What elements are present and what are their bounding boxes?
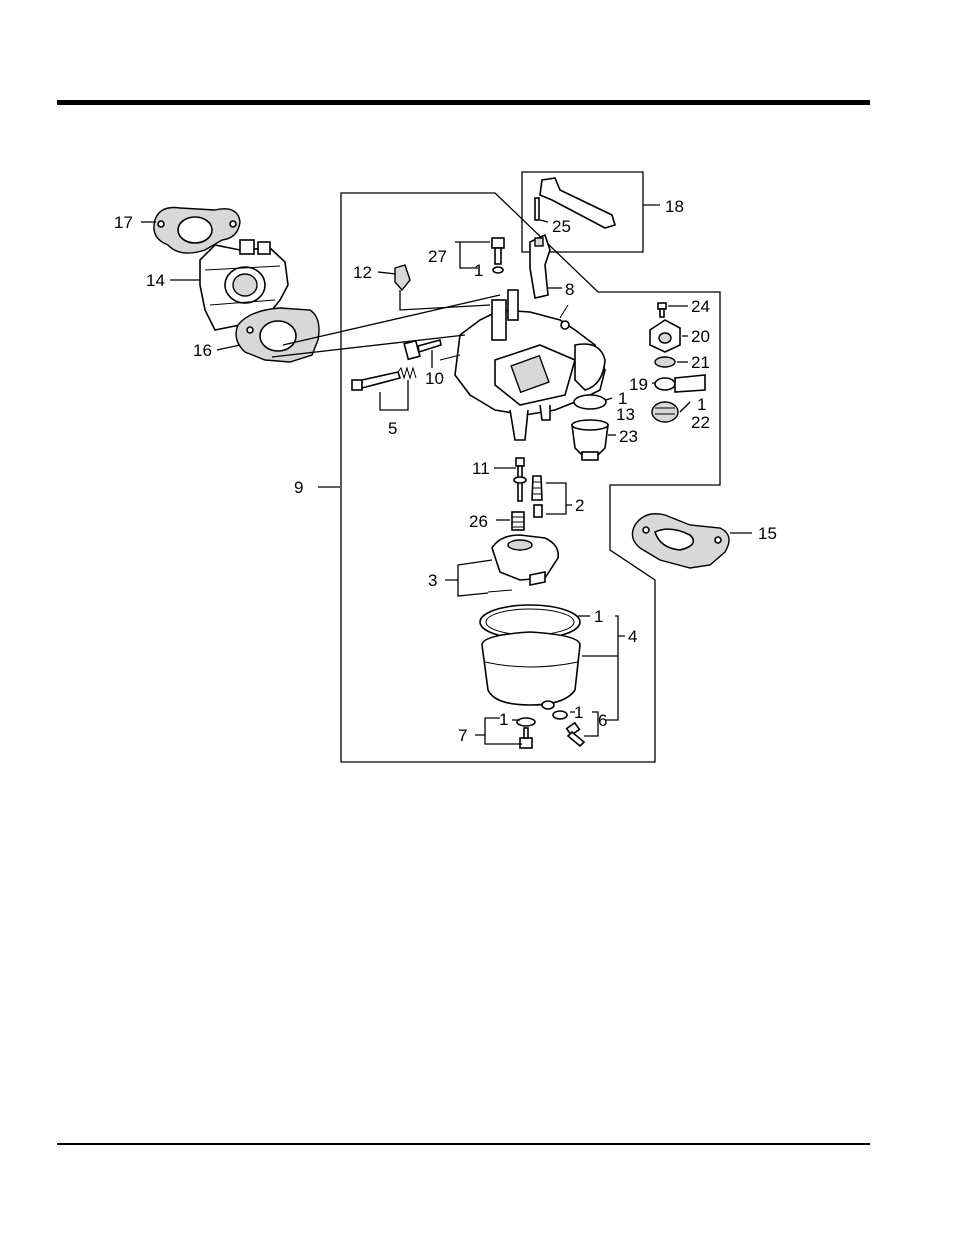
part-23 — [572, 420, 608, 460]
callout-4: 4 — [628, 627, 637, 646]
callout-27: 27 — [428, 247, 447, 266]
callout-10: 10 — [425, 369, 444, 388]
callout-9: 9 — [294, 478, 303, 497]
callout-1-b: 1 — [697, 395, 706, 414]
callout-1-f: 1 — [574, 703, 583, 722]
callout-8: 8 — [565, 280, 574, 299]
callout-18: 18 — [665, 197, 684, 216]
callout-16: 16 — [193, 341, 212, 360]
lever-12 — [395, 265, 410, 290]
callout-3: 3 — [428, 571, 437, 590]
callout-25: 25 — [552, 217, 571, 236]
choke-lever-18 — [535, 178, 615, 228]
callout-26: 26 — [469, 512, 488, 531]
callout-2: 2 — [575, 496, 584, 515]
callout-15: 15 — [758, 524, 777, 543]
callout-5: 5 — [388, 419, 397, 438]
float-3 — [488, 535, 558, 592]
callout-21: 21 — [691, 353, 710, 372]
callout-7: 7 — [458, 726, 467, 745]
callout-6: 6 — [598, 711, 607, 730]
callout-14: 14 — [146, 271, 165, 290]
screw-10 — [404, 340, 441, 359]
pilot-screw-5 — [352, 368, 416, 390]
gasket-15 — [632, 514, 729, 568]
carburetor-body — [440, 290, 605, 440]
callout-17: 17 — [114, 213, 133, 232]
oring-13 — [574, 395, 606, 409]
part-26 — [512, 512, 524, 530]
callout-1-e: 1 — [499, 710, 508, 729]
callout-19: 19 — [629, 375, 648, 394]
needle-11 — [514, 458, 526, 501]
callout-1-a: 1 — [474, 261, 483, 280]
choke-shaft-8 — [530, 235, 550, 298]
callout-22: 22 — [691, 413, 710, 432]
jet-2 — [532, 476, 542, 517]
callout-12: 12 — [353, 263, 372, 282]
gasket-17 — [154, 208, 240, 254]
gasket-16 — [236, 308, 319, 362]
callout-1-d: 1 — [594, 607, 603, 626]
callout-20: 20 — [691, 327, 710, 346]
callout-11: 11 — [472, 459, 490, 478]
float-bowl-4 — [480, 605, 580, 709]
callout-23: 23 — [619, 427, 638, 446]
callout-24: 24 — [691, 297, 710, 316]
screw-27 — [492, 238, 504, 273]
callout-13: 13 — [616, 405, 635, 424]
